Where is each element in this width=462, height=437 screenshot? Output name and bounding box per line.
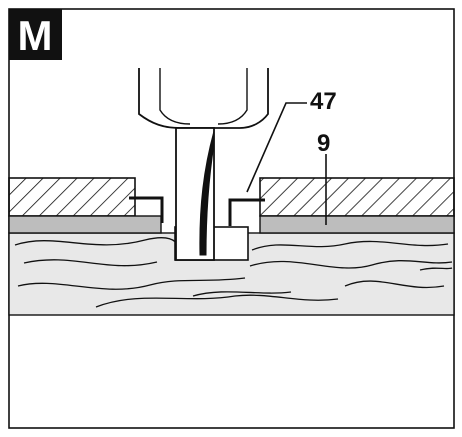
callout-9: 9 [317, 130, 330, 225]
right-template-body [259, 177, 455, 217]
drill-shank [175, 127, 215, 261]
step-badge-label: M [18, 12, 53, 59]
step-badge-background [9, 9, 62, 60]
drill-flute [199, 130, 215, 256]
right-guide-plate [259, 215, 455, 234]
drill-bit [138, 68, 269, 261]
wood-grain-line [192, 291, 292, 297]
step-badge: M [9, 9, 62, 60]
drill-chuck-facet [159, 68, 191, 125]
callout-47-label: 47 [310, 88, 337, 115]
right-guide-bracket [228, 198, 265, 226]
drill-chuck [138, 68, 269, 129]
right-template [228, 177, 455, 234]
left-guide-bracket [129, 196, 164, 223]
left-template [8, 177, 164, 234]
wood-grain-line [23, 259, 158, 267]
wood-grain-line [95, 294, 339, 308]
left-guide-plate [8, 215, 162, 234]
callout-47: 47 [246, 88, 337, 193]
wood-grain-line [419, 267, 453, 271]
callout-9-label: 9 [317, 130, 330, 157]
drill-chuck-facet [217, 68, 248, 125]
wood-grain-line [251, 240, 449, 251]
wood-grain-line [17, 277, 246, 290]
left-template-body [8, 177, 136, 217]
wood-grain-line [249, 260, 453, 269]
callout-47-leader [246, 102, 307, 193]
wood-grain-line [344, 280, 445, 289]
